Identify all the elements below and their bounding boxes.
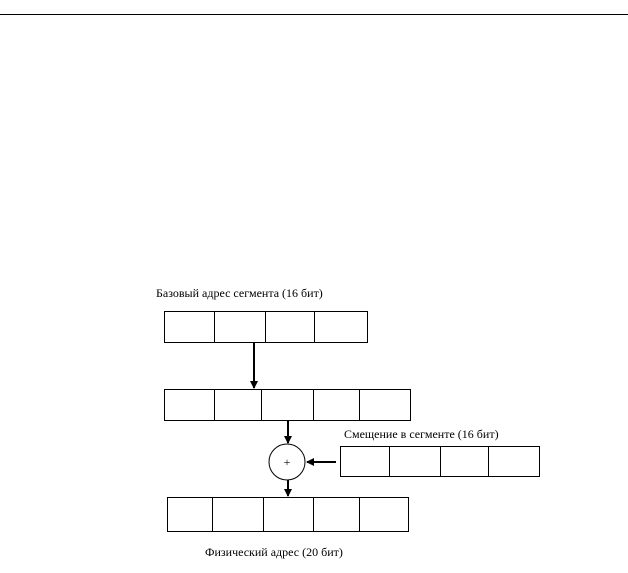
physical-register-cell <box>212 497 264 532</box>
shifted-register-cell <box>261 389 314 421</box>
physical-register-cell <box>313 497 360 532</box>
physical-register-cell <box>167 497 213 532</box>
physical-register-cell <box>263 497 314 532</box>
offset-register-cell <box>340 446 390 477</box>
physical-address-label: Физический адрес (20 бит) <box>205 545 343 559</box>
offset-register-cell <box>440 446 489 477</box>
adder-circle <box>268 443 306 481</box>
offset-register-cell <box>488 446 540 477</box>
shifted-register-cell <box>359 389 411 421</box>
physical-register-cell <box>359 497 409 532</box>
shifted-register-cell <box>214 389 262 421</box>
base-register-cell <box>314 311 368 343</box>
adder-plus-sign: + <box>284 455 291 469</box>
base-register-cell <box>265 311 315 343</box>
offset-label: Смещение в сегменте (16 бит) <box>344 427 499 441</box>
base-address-label: Базовый адрес сегмента (16 бит) <box>156 286 323 300</box>
header-rule <box>0 14 628 15</box>
shifted-register-cell <box>313 389 360 421</box>
